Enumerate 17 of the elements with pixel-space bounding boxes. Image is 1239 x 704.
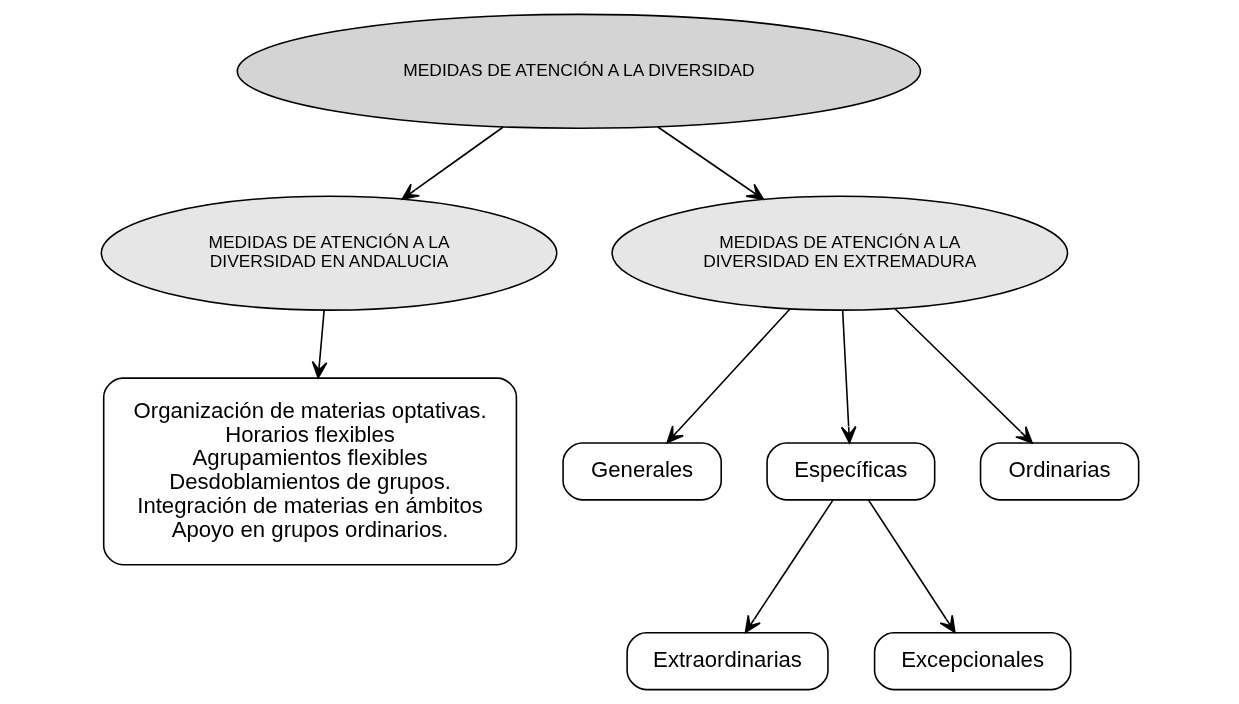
- arrow: [666, 308, 791, 444]
- node-box: Extraordinarias: [625, 631, 829, 691]
- arrow: [744, 499, 834, 634]
- arrow: [401, 126, 504, 200]
- node-box: Excepcionales: [873, 631, 1071, 691]
- node-box: Específicas: [765, 442, 935, 501]
- node-ellipse: MEDIDAS DE ATENCIÓN A LA DIVERSIDAD EN EXTREMADURA: [610, 195, 1068, 311]
- node-ellipse: MEDIDAS DE ATENCIÓN A LA DIVERSIDAD: [236, 13, 921, 130]
- node-box: Generales: [561, 442, 722, 501]
- arrow: [867, 499, 956, 634]
- node-box: Ordinarias: [979, 442, 1139, 501]
- node-box: Organización de materias optativas. Horarios flexibles Agrupamientos flexibles Desdoblamientos de grupos. Integración de materias en ámbitos Apoyo en grupos ordinarios.: [102, 377, 517, 566]
- node-ellipse: MEDIDAS DE ATENCIÓN A LA DIVERSIDAD EN ANDALUCIA: [100, 195, 558, 311]
- arrow: [893, 307, 1033, 444]
- arrow: [656, 126, 764, 200]
- arrow: [311, 309, 327, 379]
- arrow: [840, 309, 857, 444]
